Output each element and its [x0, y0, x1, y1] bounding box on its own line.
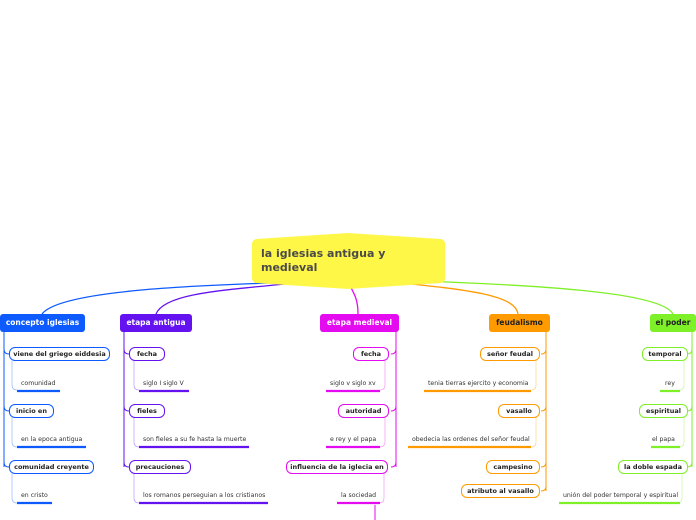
leaf-siglo-v-xv: siglo v siglo xv	[330, 380, 376, 387]
subtopic-campesino[interactable]: campesino	[486, 460, 540, 474]
leaf-epoca-antigua: en la epoca antigua	[21, 436, 83, 443]
topic-el-poder[interactable]: el poder	[650, 314, 696, 332]
central-topic-title: la iglesias antigua y medieval	[261, 247, 386, 274]
leaf-fieles-fe: son fieles a su fe hasta la muerte	[143, 436, 247, 443]
leaf-rey: rey	[665, 380, 675, 387]
central-topic-shape	[252, 233, 445, 289]
subtopic-inicio-en[interactable]: inicio en	[9, 404, 54, 418]
leaf-siglo-i-v: siglo I siglo V	[143, 380, 184, 387]
subtopic-senor-feudal[interactable]: señor feudal	[480, 347, 540, 361]
subtopic-fecha-medieval[interactable]: fecha	[353, 347, 389, 361]
leaf-comunidad: comunidad	[21, 380, 56, 387]
leaf-obedecia: obedecia las ordenes del señor feudal	[412, 436, 530, 443]
leaf-romanos: los romanos perseguian a los cristianos	[143, 492, 266, 499]
subtopic-autoridad[interactable]: autoridad	[338, 404, 389, 418]
subtopic-viene-del-griego[interactable]: viene del griego eiddesia	[9, 347, 110, 361]
central-topic[interactable]: la iglesias antigua y medieval	[252, 233, 445, 289]
topic-etapa-antigua[interactable]: etapa antigua	[120, 314, 192, 332]
subtopic-espiritual[interactable]: espiritual	[639, 404, 688, 418]
subtopic-comunidad-creyente[interactable]: comunidad creyente	[9, 460, 94, 474]
subtopic-fecha-antigua[interactable]: fecha	[129, 347, 165, 361]
subtopic-fieles[interactable]: fieles	[129, 404, 165, 418]
leaf-la-sociedad: la sociedad	[341, 492, 377, 499]
subtopic-precauciones[interactable]: precauciones	[129, 460, 191, 474]
subtopic-vasallo[interactable]: vasallo	[498, 404, 540, 418]
leaf-union-poder: unión del poder temporal y espiritual	[563, 492, 679, 499]
leaf-el-papa: el papa	[652, 436, 675, 443]
subtopic-atributo-vasallo[interactable]: atributo al vasallo	[461, 484, 540, 498]
subtopic-influencia-iglecia[interactable]: influencia de la iglecia en	[286, 460, 388, 474]
subtopic-temporal[interactable]: temporal	[642, 347, 688, 361]
leaf-rey-papa: e rey y el papa	[330, 436, 377, 443]
topic-concepto-iglesias[interactable]: concepto iglesias	[0, 314, 85, 332]
leaf-tenia-tierras: tenia tierras ejercito y economia	[428, 380, 529, 387]
topic-etapa-medieval[interactable]: etapa medieval	[320, 314, 399, 332]
subtopic-doble-espada[interactable]: la doble espada	[618, 460, 688, 474]
topic-feudalismo[interactable]: feudalismo	[489, 314, 550, 332]
leaf-en-cristo: en cristo	[21, 492, 48, 499]
